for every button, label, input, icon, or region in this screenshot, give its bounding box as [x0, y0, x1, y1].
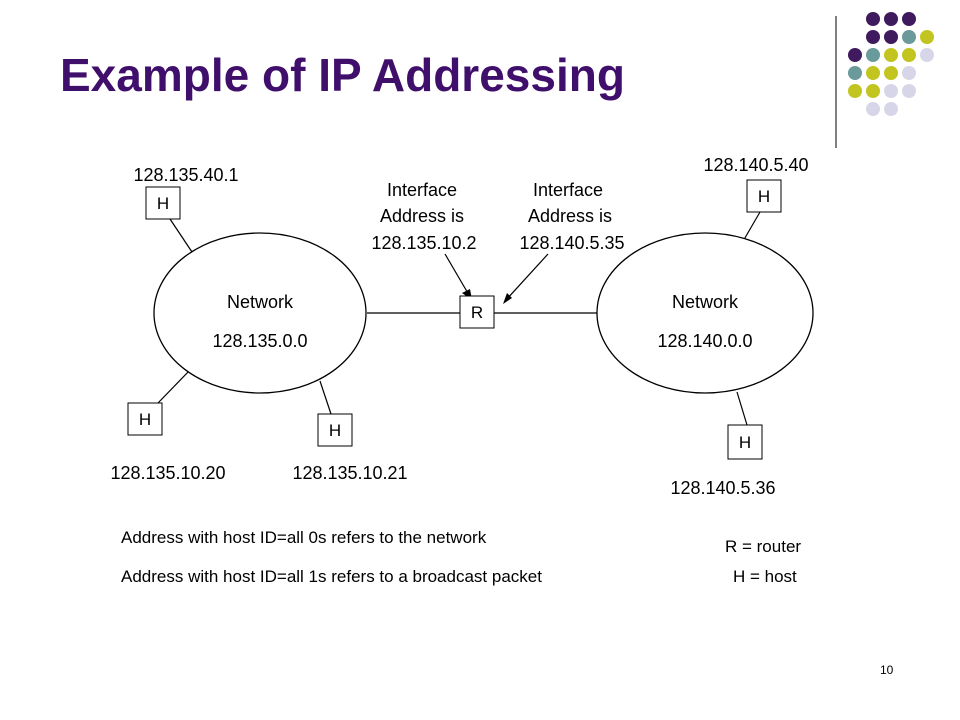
host-h3-address: 128.135.10.21 — [292, 463, 407, 483]
router-label: R — [471, 303, 483, 322]
decor-dot — [866, 66, 880, 80]
host-h5-address: 128.140.5.36 — [670, 478, 775, 498]
host-label: H — [139, 410, 151, 429]
link-h4 — [741, 211, 761, 244]
link-h2 — [157, 369, 191, 404]
pointer-right — [505, 253, 549, 301]
connection-lines — [157, 211, 761, 426]
router: R — [459, 295, 495, 329]
decor-dot — [884, 66, 898, 80]
host-label: H — [157, 194, 169, 213]
decor-dot — [902, 30, 916, 44]
legend-router: R = router — [725, 537, 802, 556]
network-left-address: 128.135.0.0 — [212, 331, 307, 351]
decor-dot — [902, 12, 916, 26]
host-box — [746, 179, 782, 213]
decor-dot — [920, 48, 934, 62]
interface-right-line1: Interface — [533, 180, 603, 200]
decor-divider — [835, 16, 837, 148]
decor-dot — [866, 84, 880, 98]
decor-dot — [884, 12, 898, 26]
decor-dot — [848, 66, 862, 80]
note-host-id-ones: Address with host ID=all 1s refers to a … — [121, 567, 542, 586]
host-h2-address: 128.135.10.20 — [110, 463, 225, 483]
decor-dot — [884, 84, 898, 98]
interface-left-line1: Interface — [387, 180, 457, 200]
host-box — [317, 413, 353, 447]
host-h3: H — [317, 413, 353, 447]
host-h5: H — [727, 424, 763, 460]
decor-dot — [866, 30, 880, 44]
decor-dot — [920, 30, 934, 44]
network-left-ellipse — [153, 232, 367, 394]
decor-dot — [902, 66, 916, 80]
pointer-left — [444, 253, 470, 296]
decor-dot — [902, 48, 916, 62]
host-h1-address: 128.135.40.1 — [133, 165, 238, 185]
host-h4-address: 128.140.5.40 — [703, 155, 808, 175]
host-h4: H — [746, 179, 782, 213]
note-host-id-zeros: Address with host ID=all 0s refers to th… — [121, 528, 487, 547]
link-h1 — [169, 218, 193, 253]
decor-dot — [902, 84, 916, 98]
slide-title: Example of IP Addressing — [60, 49, 625, 101]
host-label: H — [758, 187, 770, 206]
network-right-ellipse — [596, 232, 814, 394]
link-h3 — [319, 380, 332, 415]
decor-dot — [848, 48, 862, 62]
page-number: 10 — [880, 663, 894, 677]
decor-dot — [884, 102, 898, 116]
network-right-address: 128.140.0.0 — [657, 331, 752, 351]
host-box — [127, 402, 163, 436]
decor-dot — [884, 48, 898, 62]
interface-left-address: 128.135.10.2 — [371, 233, 476, 253]
host-box — [145, 186, 181, 220]
host-h1: H — [145, 186, 181, 220]
host-label: H — [739, 433, 751, 452]
router-box — [459, 295, 495, 329]
network-left-label: Network — [227, 292, 294, 312]
legend-host: H = host — [733, 567, 797, 586]
host-h2: H — [127, 402, 163, 436]
network-right-label: Network — [672, 292, 739, 312]
interface-right-address: 128.140.5.35 — [519, 233, 624, 253]
decor-dot — [848, 84, 862, 98]
decor-dot — [884, 30, 898, 44]
interface-right-line2: Address is — [528, 206, 612, 226]
decor-dot — [866, 48, 880, 62]
interface-left-line2: Address is — [380, 206, 464, 226]
decor-dot — [866, 102, 880, 116]
arrowhead-right — [503, 293, 512, 304]
link-h5 — [736, 391, 748, 426]
host-box — [727, 424, 763, 460]
host-label: H — [329, 421, 341, 440]
decor-dot — [866, 12, 880, 26]
